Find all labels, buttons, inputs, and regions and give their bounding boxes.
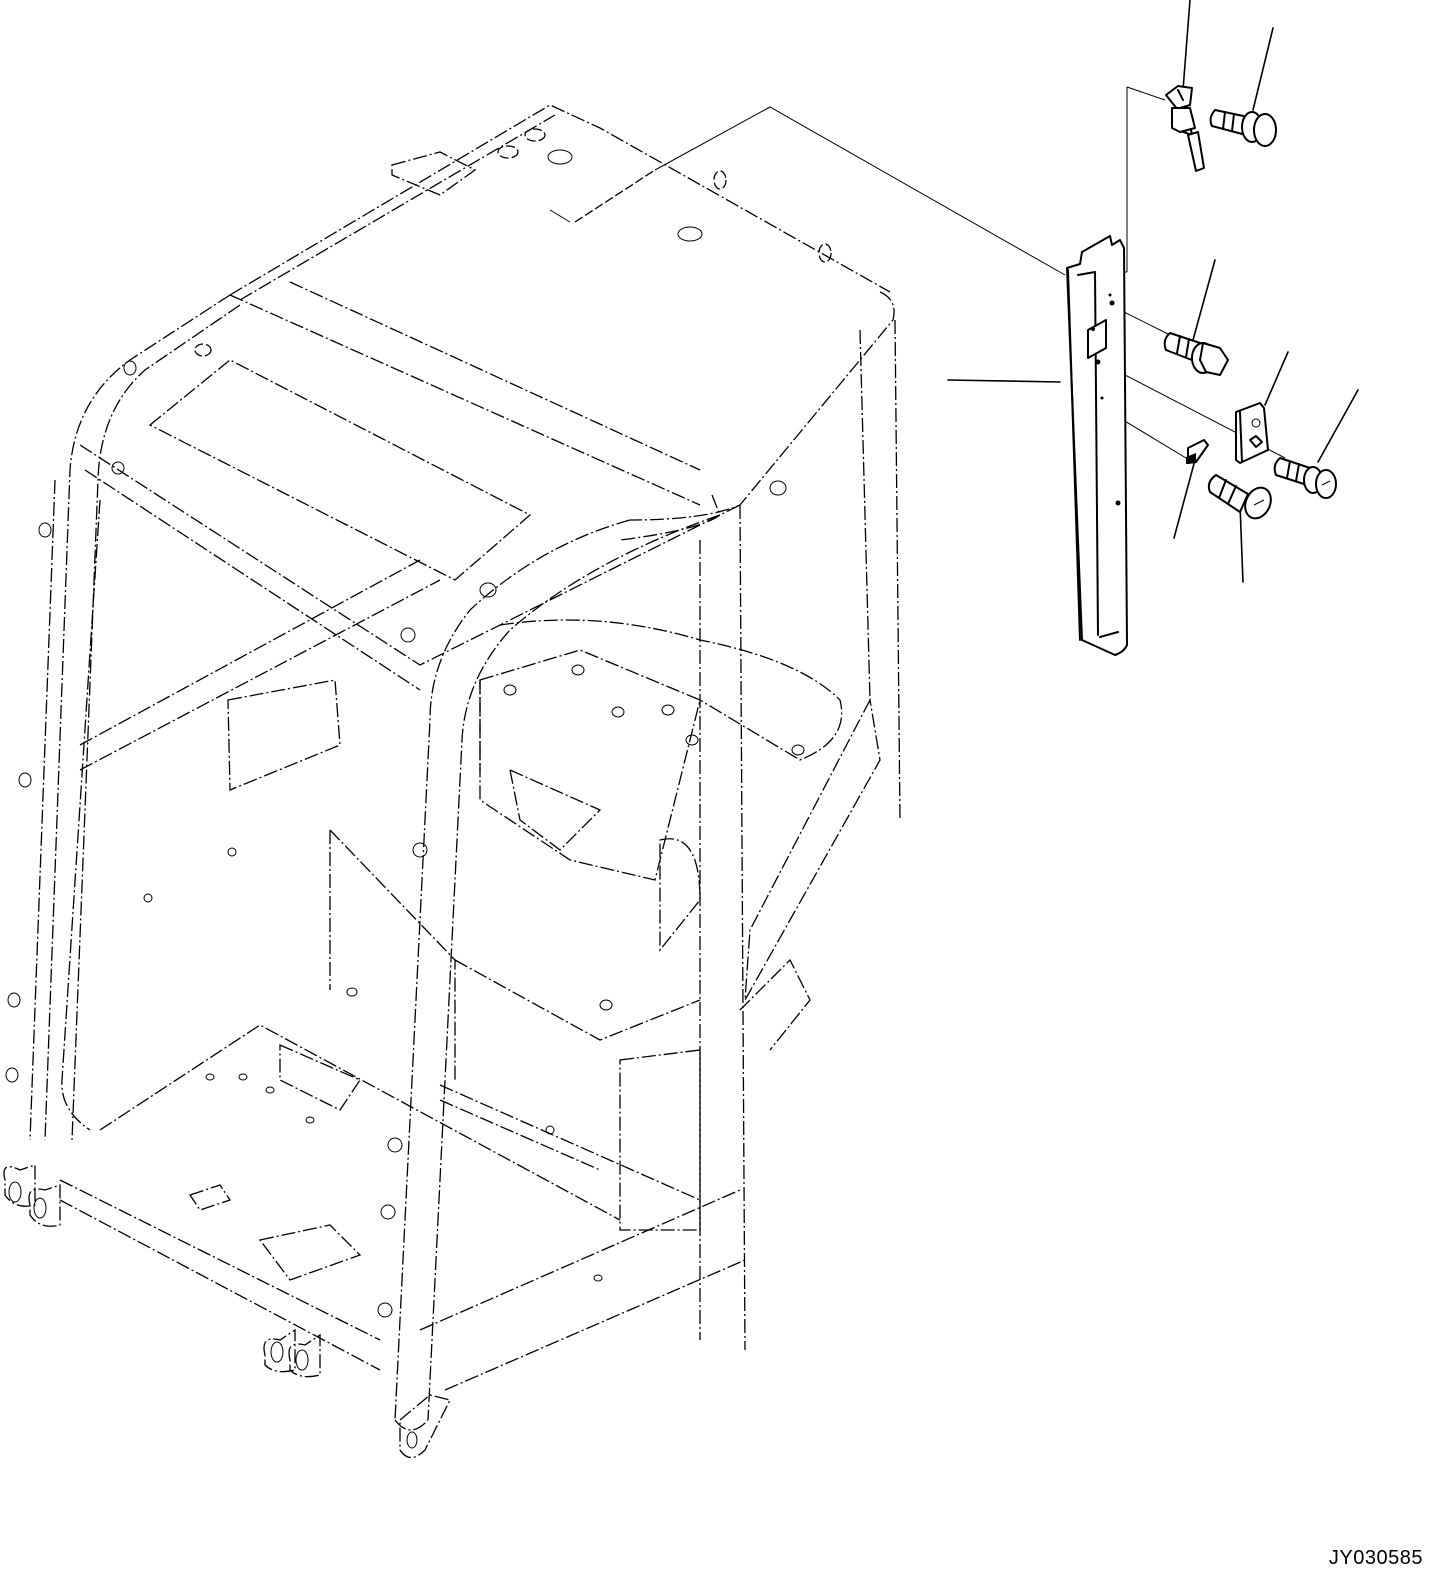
latch-clip [1165,85,1205,172]
cab-frame [3,104,901,1459]
bolt-washer-right [1273,457,1337,499]
bracket-plate [1235,402,1269,464]
mounting-lugs [3,1164,451,1459]
drawing-id: JY030585 [1328,1547,1423,1569]
hex-flange-bolt [1163,332,1229,376]
frame-bosses [5,360,805,1318]
round-head-screw [1207,474,1272,520]
bolt-washer-top [1209,109,1277,147]
small-clip [1186,439,1209,464]
pillar-cover [1066,235,1128,656]
